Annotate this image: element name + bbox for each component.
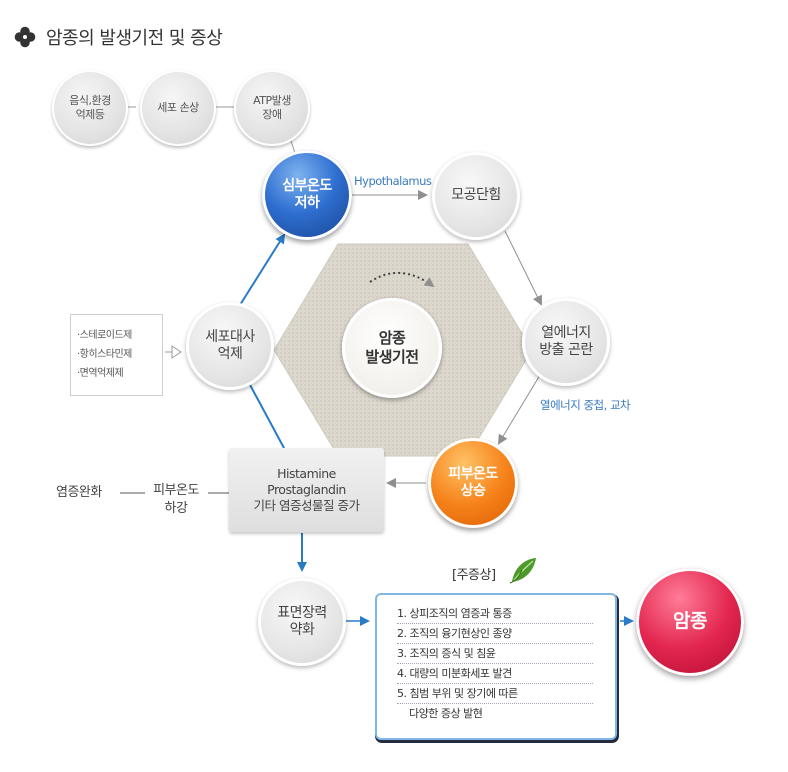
node-center-line2: 발생기전 <box>365 348 419 366</box>
label-heat-overlap: 열에너지 중첩, 교차 <box>540 398 631 412</box>
node-core-temp-drop: 심부온도 저하 <box>262 150 352 240</box>
title-bar: 암종의 발생기전 및 증상 <box>14 24 223 50</box>
label-hypothalamus: Hypothalamus <box>354 174 432 188</box>
node-surface-tension: 표면장력 약화 <box>258 578 346 666</box>
page-title: 암종의 발생기전 및 증상 <box>46 28 223 49</box>
node-capillary-block: 모공단힘 <box>432 152 520 240</box>
drug-item: ·면역억제제 <box>77 368 124 379</box>
node-food-env: 음식,환경 억제등 <box>52 70 128 146</box>
node-heat-energy: 열에너지 방출 곤란 <box>522 298 610 386</box>
node-food-env-line2: 억제등 <box>75 108 105 121</box>
node-core-temp-drop-line2: 저하 <box>294 195 320 211</box>
node-skin-temp-rise-line1: 피부온도 <box>448 465 498 482</box>
symptom-item-continued: 다양한 증상 발현 <box>409 707 483 720</box>
node-heat-energy-line1: 열에너지 <box>541 324 591 341</box>
inflammation-line2: Prostaglandin <box>267 481 346 497</box>
node-surface-tension-line1: 표면장력 <box>277 604 327 621</box>
node-surface-tension-line2: 약화 <box>289 622 315 638</box>
node-metabolism-suppress-line2: 억제 <box>217 346 243 362</box>
symptom-item: 3. 조직의 증식 및 침윤 <box>397 644 593 664</box>
node-center: 암종 발생기전 <box>342 298 442 398</box>
symptom-item: 1. 상피조직의 염증과 통증 <box>397 604 593 624</box>
label-skin-temp-fall-line2: 하강 <box>164 500 188 516</box>
label-skin-temp-fall-line1: 피부온도 <box>153 483 199 498</box>
inflammation-line3: 기타 염증성물질 증가 <box>253 498 360 514</box>
node-cancer-line1: 암종 <box>673 610 707 633</box>
node-cell-damage: 세포 손상 <box>140 70 216 146</box>
node-cell-damage-line1: 세포 손상 <box>157 101 199 115</box>
drug-item: ·스테로이드제 <box>77 330 132 341</box>
node-atp-disorder-line1: ATP발생 <box>253 94 291 108</box>
node-metabolism-suppress-line1: 세포대사 <box>205 328 255 345</box>
symptoms-box: 1. 상피조직의 염증과 통증 2. 조직의 융기현상인 종양 3. 조직의 증… <box>375 593 617 740</box>
leaf-icon <box>509 558 536 584</box>
node-skin-temp-rise-line2: 상승 <box>460 483 486 499</box>
node-skin-temp-rise: 피부온도 상승 <box>428 438 518 528</box>
node-core-temp-drop-line1: 심부온도 <box>282 177 332 194</box>
symptoms-title: [주증상] <box>452 568 496 583</box>
label-skin-temp-fall: 피부온도 하강 <box>144 482 208 517</box>
node-food-env-line1: 음식,환경 <box>69 94 111 108</box>
cycle-arc <box>369 271 435 288</box>
symptom-item: 5. 침범 부위 및 장기에 따른 <box>397 684 593 704</box>
node-atp-disorder: ATP발생 장애 <box>234 70 310 146</box>
node-capillary-block-line1: 모공단힘 <box>451 187 501 204</box>
node-metabolism-suppress: 세포대사 억제 <box>186 302 274 390</box>
drug-item: ·항히스타민제 <box>77 349 132 360</box>
node-atp-disorder-line2: 장애 <box>262 108 282 121</box>
drug-list-box: ·스테로이드제 ·항히스타민제 ·면역억제제 <box>70 314 163 396</box>
symptom-item: 2. 조직의 융기현상인 종양 <box>397 624 593 644</box>
clover-icon <box>14 26 36 48</box>
node-center-line1: 암종 <box>378 329 406 348</box>
inflammation-box: Histamine Prostaglandin 기타 염증성물질 증가 <box>229 448 384 532</box>
label-inflammation-relief: 염증완화 <box>56 485 102 500</box>
inflammation-line1: Histamine <box>277 465 336 481</box>
symptom-item: 4. 대량의 미분화세포 발견 <box>397 664 593 684</box>
node-cancer: 암종 <box>636 568 744 676</box>
node-heat-energy-line2: 방출 곤란 <box>539 342 593 358</box>
